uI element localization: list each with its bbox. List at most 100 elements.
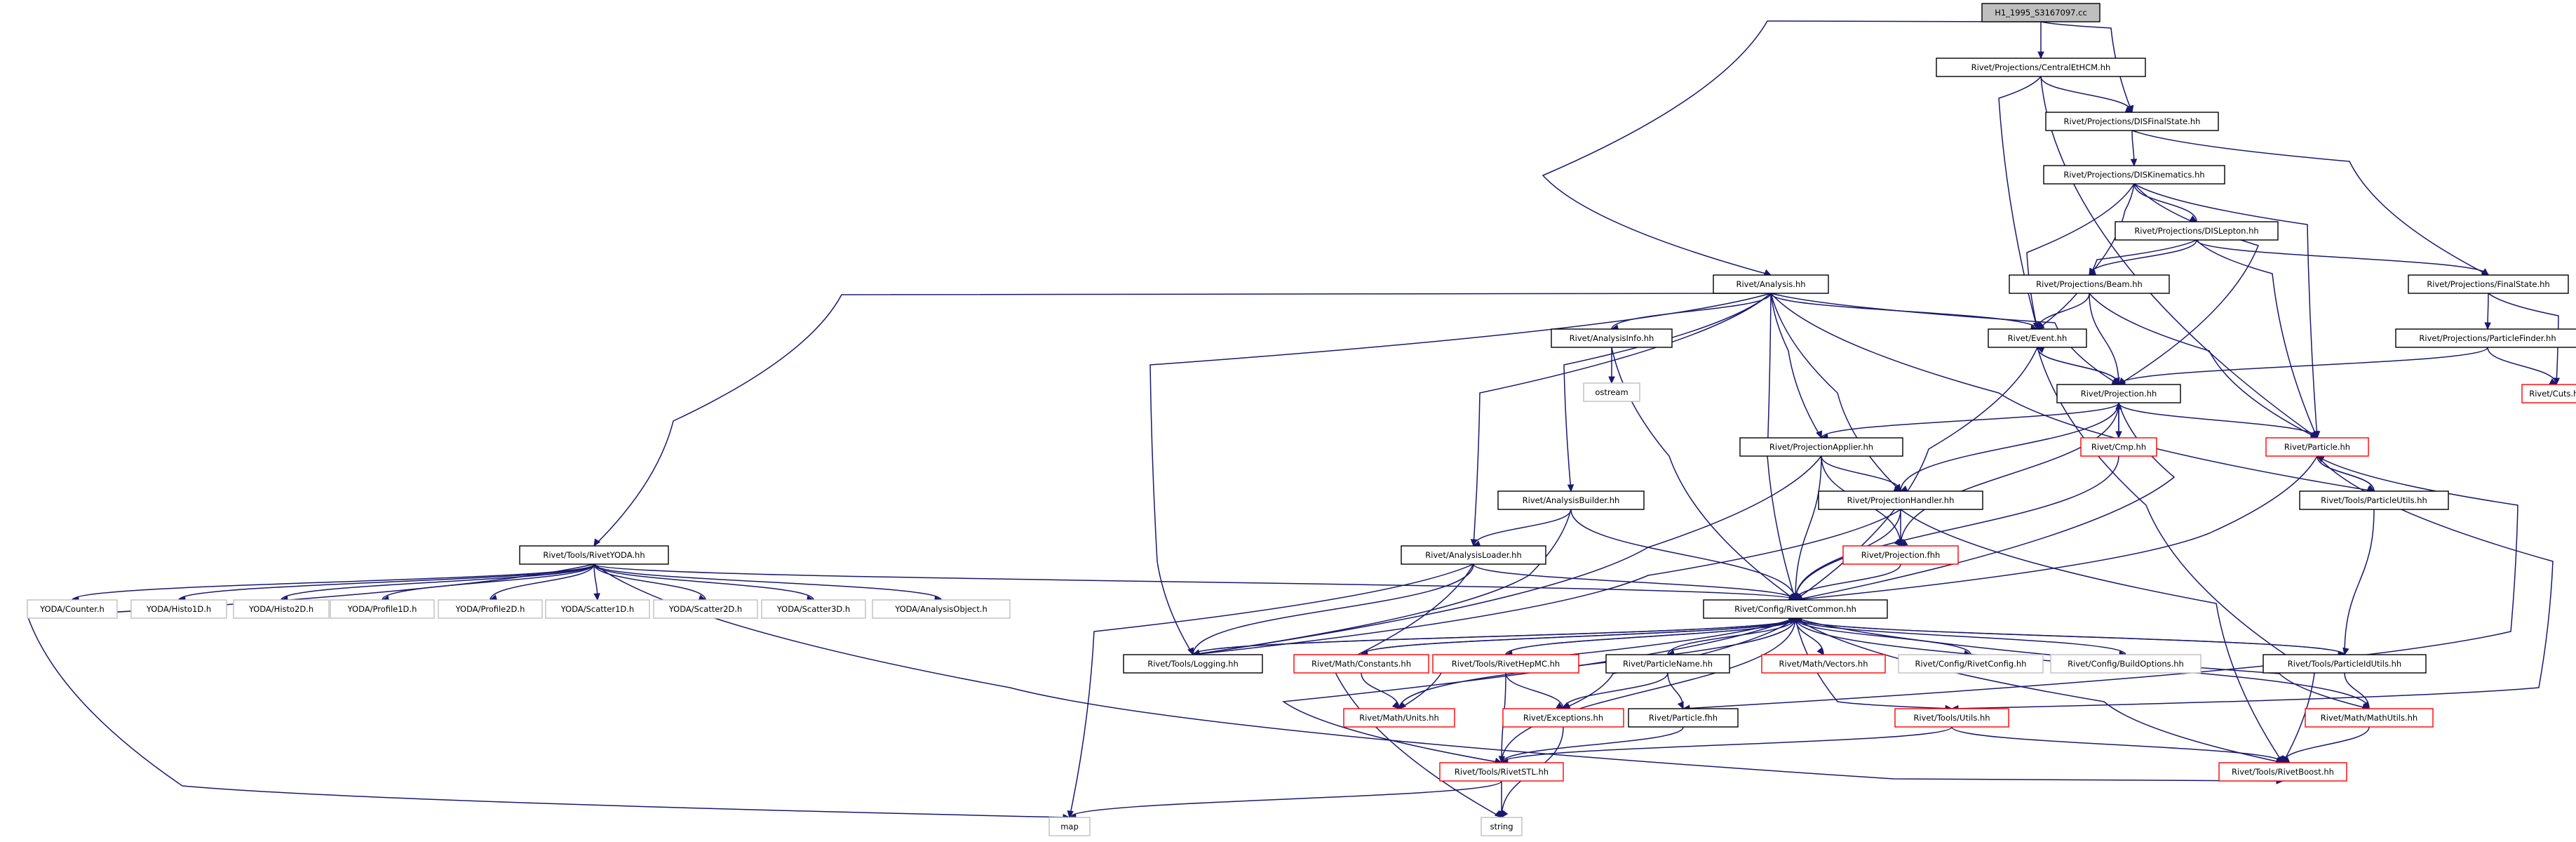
node-cmp[interactable]: Rivet/Cmp.hh <box>2080 437 2157 457</box>
node-label: Rivet/Analysis.hh <box>1736 279 1805 289</box>
node-yoda-counter[interactable]: YODA/Counter.h <box>27 599 118 619</box>
node-math-utils[interactable]: Rivet/Math/MathUtils.hh <box>2305 708 2434 728</box>
node-label: Rivet/Event.hh <box>2008 333 2068 343</box>
edge-rivet_yoda-to-yoda_profile2d <box>490 563 595 601</box>
node-dis-lepton[interactable]: Rivet/Projections/DISLepton.hh <box>2115 221 2279 241</box>
arrowhead-ostream <box>1608 376 1615 385</box>
node-rivet-config[interactable]: Rivet/Config/RivetConfig.hh <box>1898 654 2044 674</box>
edge-dis_lepton-to-final_state <box>2196 239 2489 276</box>
node-box <box>2265 437 2369 457</box>
node-analysis[interactable]: Rivet/Analysis.hh <box>1713 274 1829 294</box>
node-box <box>1988 328 2087 348</box>
edge-math_constants-to-rivet_common <box>1361 617 1796 655</box>
node-analysis-info[interactable]: Rivet/AnalysisInfo.hh <box>1551 328 1673 348</box>
node-particle-utils[interactable]: Rivet/Tools/ParticleUtils.hh <box>2299 490 2449 510</box>
node-math-constants[interactable]: Rivet/Math/Constants.hh <box>1293 654 1429 674</box>
node-box <box>545 599 650 619</box>
node-projection-handler[interactable]: Rivet/ProjectionHandler.hh <box>1818 490 1983 510</box>
node-box <box>1481 817 1523 836</box>
node-yoda-profile1d[interactable]: YODA/Profile1D.h <box>330 599 435 619</box>
edge-particle_fhh-to-rivet_stl <box>1501 726 1684 763</box>
node-label: Rivet/Projections/ParticleFinder.hh <box>2419 333 2556 343</box>
node-math-vectors[interactable]: Rivet/Math/Vectors.hh <box>1761 654 1886 674</box>
node-yoda-analysis-object[interactable]: YODA/AnalysisObject.h <box>872 599 1011 619</box>
node-yoda-scatter1d[interactable]: YODA/Scatter1D.h <box>545 599 650 619</box>
node-projection-applier[interactable]: Rivet/ProjectionApplier.hh <box>1739 437 1903 457</box>
edge-projection-to-projection_applier <box>1821 402 2119 439</box>
edge-projection_applier-to-logging <box>1192 455 1822 655</box>
node-rivet-boost[interactable]: Rivet/Tools/RivetBoost.hh <box>2218 762 2347 782</box>
arrowhead-projection_fhh <box>1897 539 1904 547</box>
node-map[interactable]: map <box>1048 817 1091 836</box>
node-ostream[interactable]: ostream <box>1583 382 1640 402</box>
node-analysis-builder[interactable]: Rivet/AnalysisBuilder.hh <box>1497 490 1645 510</box>
node-box <box>330 599 435 619</box>
node-tools-utils[interactable]: Rivet/Tools/Utils.hh <box>1894 708 2009 728</box>
node-yoda-profile2d[interactable]: YODA/Profile2D.h <box>438 599 543 619</box>
node-dis-final-state[interactable]: Rivet/Projections/DISFinalState.hh <box>2045 112 2219 131</box>
node-dis-kinematics[interactable]: Rivet/Projections/DISKinematics.hh <box>2043 165 2225 185</box>
nodes-layer: H1_1995_S3167097.ccRivet/Projections/Cen… <box>27 3 2576 836</box>
node-particle-name[interactable]: Rivet/ParticleName.hh <box>1605 654 1730 674</box>
node-label: Rivet/Tools/Utils.hh <box>1913 713 1990 723</box>
edge-central_et_hcm-to-particle <box>2040 76 2318 439</box>
node-box <box>1502 708 1624 728</box>
node-label: Rivet/Math/Constants.hh <box>1311 659 1411 669</box>
node-box <box>1293 654 1429 674</box>
node-box <box>1703 599 1888 619</box>
node-beam[interactable]: Rivet/Projections/Beam.hh <box>2009 274 2170 294</box>
node-yoda-histo1d[interactable]: YODA/Histo1D.h <box>130 599 227 619</box>
node-central-et-hcm[interactable]: Rivet/Projections/CentralEtHCM.hh <box>1936 58 2146 77</box>
edge-beam-to-projection <box>2089 293 2119 385</box>
node-rivet-yoda[interactable]: Rivet/Tools/RivetYODA.hh <box>519 545 669 565</box>
node-math-units[interactable]: Rivet/Math/Units.hh <box>1343 708 1455 728</box>
node-final-state[interactable]: Rivet/Projections/FinalState.hh <box>2408 274 2569 294</box>
node-label: Rivet/AnalysisBuilder.hh <box>1523 495 1620 505</box>
node-label: Rivet/Tools/RivetSTL.hh <box>1455 767 1549 777</box>
node-label: YODA/Profile1D.h <box>347 604 417 614</box>
edge-projection_applier-to-projection_handler <box>1821 455 1901 492</box>
node-string[interactable]: string <box>1481 817 1523 836</box>
node-rivet-stl[interactable]: Rivet/Tools/RivetSTL.hh <box>1439 762 1564 782</box>
node-label: Rivet/ParticleName.hh <box>1623 659 1713 669</box>
node-build-options[interactable]: Rivet/Config/BuildOptions.hh <box>2050 654 2201 674</box>
node-box <box>2395 328 2576 348</box>
node-label: Rivet/Tools/RivetHepMC.hh <box>1452 659 1560 669</box>
node-event[interactable]: Rivet/Event.hh <box>1988 328 2087 348</box>
node-particle-id-utils[interactable]: Rivet/Tools/ParticleIdUtils.hh <box>2263 654 2427 674</box>
node-box <box>1432 654 1579 674</box>
edge-particle_id_utils-to-rivet_common <box>1795 617 2345 655</box>
node-analysis-loader[interactable]: Rivet/AnalysisLoader.hh <box>1401 545 1546 565</box>
node-label: YODA/Histo2D.h <box>248 604 313 614</box>
node-exceptions[interactable]: Rivet/Exceptions.hh <box>1502 708 1624 728</box>
edge-rivet_yoda-to-map <box>27 563 1070 818</box>
node-yoda-scatter3d[interactable]: YODA/Scatter3D.h <box>761 599 866 619</box>
edge-analysis-to-projection_applier <box>1770 293 1822 439</box>
node-box <box>1551 328 1673 348</box>
node-label: YODA/Counter.h <box>39 604 104 614</box>
node-label: Rivet/Exceptions.hh <box>1523 713 1603 723</box>
node-yoda-histo2d[interactable]: YODA/Histo2D.h <box>233 599 330 619</box>
arrowhead-dis_kinematics <box>2130 159 2138 167</box>
edge-particle_utils-to-particle_id_utils <box>2344 509 2375 655</box>
node-particle[interactable]: Rivet/Particle.hh <box>2265 437 2369 457</box>
arrowhead-analysis_builder <box>1567 484 1574 493</box>
node-box <box>1739 437 1903 457</box>
node-rivet-hepmc[interactable]: Rivet/Tools/RivetHepMC.hh <box>1432 654 1579 674</box>
node-label: Rivet/Particle.fhh <box>1649 713 1718 723</box>
arrowhead-projection_fhh <box>1899 539 1908 547</box>
node-label: Rivet/Projection.fhh <box>1861 550 1941 560</box>
node-projection[interactable]: Rivet/Projection.hh <box>2056 384 2181 403</box>
node-projection-fhh[interactable]: Rivet/Projection.fhh <box>1842 545 1959 565</box>
node-particle-fhh[interactable]: Rivet/Particle.fhh <box>1628 708 1739 728</box>
node-logging[interactable]: Rivet/Tools/Logging.hh <box>1123 654 1263 674</box>
arrowhead-projection <box>2115 401 2122 410</box>
edge-particle-to-rivet_common <box>1795 455 2318 601</box>
node-label: H1_1995_S3167097.cc <box>1995 8 2087 18</box>
node-particle-finder[interactable]: Rivet/Projections/ParticleFinder.hh <box>2395 328 2576 348</box>
node-rivet-common[interactable]: Rivet/Config/RivetCommon.hh <box>1703 599 1888 619</box>
node-label: Rivet/Tools/ParticleIdUtils.hh <box>2288 659 2401 669</box>
node-yoda-scatter2d[interactable]: YODA/Scatter2D.h <box>653 599 758 619</box>
node-cuts[interactable]: Rivet/Cuts.hh <box>2521 384 2576 403</box>
